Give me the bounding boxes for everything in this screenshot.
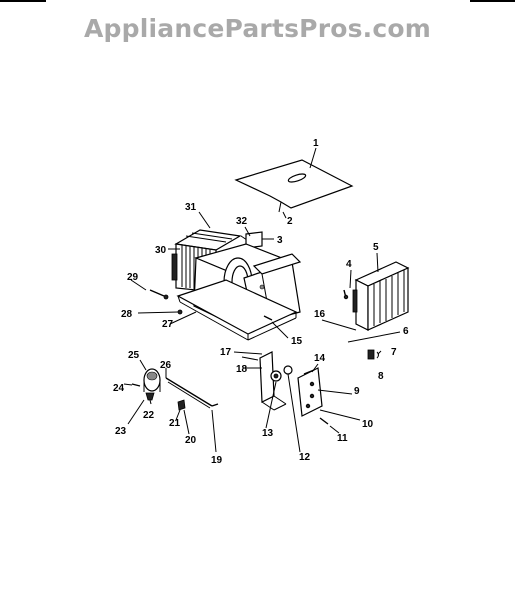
callout-21: 21 xyxy=(169,418,181,429)
callout-9: 9 xyxy=(354,386,360,397)
screw-29[interactable] xyxy=(149,289,169,300)
callout-12: 12 xyxy=(299,452,311,463)
callout-18: 18 xyxy=(236,364,248,375)
screw-28[interactable] xyxy=(177,309,183,315)
callout-2: 2 xyxy=(287,216,293,227)
callout-26: 26 xyxy=(160,360,172,371)
watermark: AppliancePartsPros.com xyxy=(83,14,432,43)
callout-31: 31 xyxy=(185,202,197,213)
clip-7[interactable] xyxy=(367,349,379,360)
callout-3: 3 xyxy=(277,235,283,246)
callout-8: 8 xyxy=(378,371,384,382)
callout-24: 24 xyxy=(113,383,125,394)
drain-rod[interactable] xyxy=(165,377,219,409)
screw-15[interactable] xyxy=(263,315,273,321)
clip-21[interactable] xyxy=(177,399,186,411)
callout-16: 16 xyxy=(314,309,326,320)
callout-11: 11 xyxy=(337,433,348,444)
callout-15: 15 xyxy=(291,336,303,347)
callout-30: 30 xyxy=(155,245,167,256)
screw-24[interactable] xyxy=(131,383,141,387)
evaporator-fins xyxy=(373,270,405,326)
callout-32: 32 xyxy=(236,216,248,227)
callout-29: 29 xyxy=(127,272,139,283)
top-rule-left xyxy=(0,0,46,2)
callout-10: 10 xyxy=(362,419,374,430)
callout-4: 4 xyxy=(346,259,352,270)
callout-25: 25 xyxy=(128,350,140,361)
capacitor-clip-22[interactable] xyxy=(145,392,155,401)
screw-4[interactable] xyxy=(343,289,349,300)
leader-lines xyxy=(123,147,401,453)
evaporator-coil[interactable] xyxy=(352,261,410,331)
callout-1: 1 xyxy=(313,138,319,149)
bushing-12[interactable] xyxy=(283,365,293,375)
callout-20: 20 xyxy=(185,435,197,446)
callout-17: 17 xyxy=(220,347,232,358)
callout-13: 13 xyxy=(262,428,274,439)
screw-11[interactable] xyxy=(319,417,329,425)
control-bracket[interactable] xyxy=(297,367,323,417)
callout-6: 6 xyxy=(403,326,409,337)
capacitor[interactable] xyxy=(143,368,161,392)
callout-23: 23 xyxy=(115,426,127,437)
callout-14: 14 xyxy=(314,353,326,364)
callout-7: 7 xyxy=(391,347,397,358)
base-pan[interactable] xyxy=(176,279,298,341)
control-shaft[interactable] xyxy=(270,370,282,382)
callout-22: 22 xyxy=(143,410,155,421)
top-rule-right xyxy=(470,0,515,2)
motor-mount-bracket[interactable] xyxy=(259,351,287,411)
screw-14[interactable] xyxy=(303,369,315,375)
callout-19: 19 xyxy=(211,455,223,466)
callout-labels: 1 2 3 4 5 6 7 8 9 10 11 12 13 14 15 16 1… xyxy=(113,138,409,466)
callout-28: 28 xyxy=(121,309,133,320)
top-cover-plate[interactable] xyxy=(234,159,354,213)
callout-27: 27 xyxy=(162,319,174,330)
callout-5: 5 xyxy=(373,242,379,253)
